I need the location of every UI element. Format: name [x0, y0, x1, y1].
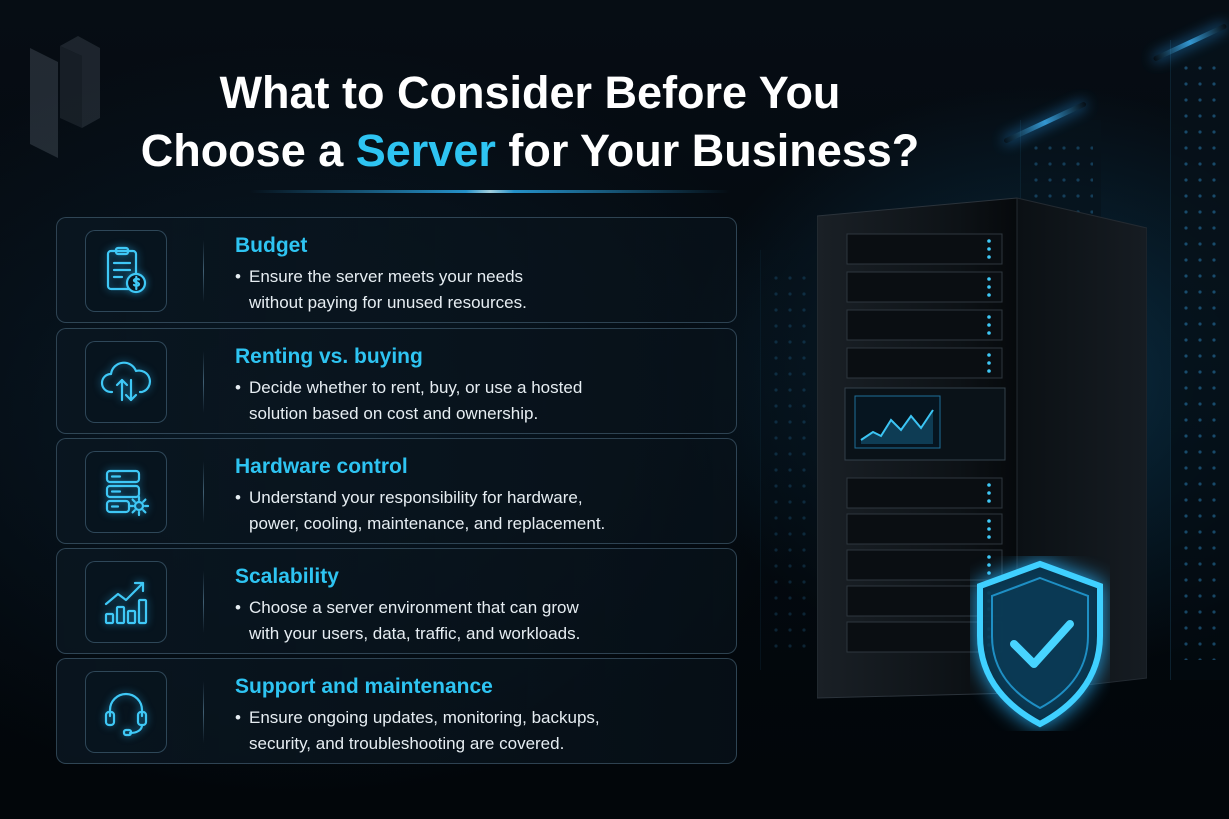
cloud-upload-download-icon [100, 361, 151, 402]
background-rack [1170, 40, 1229, 680]
card-description: • Ensure the server meets your needs with… [235, 264, 715, 316]
security-shield-check-icon [977, 560, 1103, 728]
status-led [987, 369, 991, 373]
status-led [987, 491, 991, 495]
card-title: Renting vs. buying [235, 345, 423, 368]
bullet: • [235, 708, 241, 727]
consideration-card-support-and-maintenance: Support and maintenance • Ensure ongoing … [56, 658, 737, 764]
icon-frame [85, 561, 167, 643]
status-led [987, 563, 991, 567]
status-led [987, 499, 991, 503]
title-glow-divider [250, 190, 730, 193]
bullet: • [235, 488, 241, 507]
rack-unit [846, 233, 1003, 265]
status-led [987, 293, 991, 297]
description-line-1: Decide whether to rent, buy, or use a ho… [249, 378, 583, 397]
background-rack [760, 250, 821, 670]
status-led [987, 315, 991, 319]
card-divider [203, 681, 204, 743]
status-led [987, 535, 991, 539]
status-led [987, 361, 991, 365]
title-line-2-suffix: for Your Business? [495, 125, 920, 176]
card-description: • Understand your responsibility for hard… [235, 485, 715, 537]
rack-unit [846, 309, 1003, 341]
card-title: Support and maintenance [235, 675, 493, 698]
page-title: What to Consider Before You Choose a Ser… [100, 64, 960, 180]
card-description: • Ensure ongoing updates, monitoring, bac… [235, 705, 715, 757]
rack-unit [846, 271, 1003, 303]
card-description: • Choose a server environment that can gr… [235, 595, 715, 647]
card-description: • Decide whether to rent, buy, or use a h… [235, 375, 715, 427]
rack-unit [846, 477, 1003, 509]
card-divider [203, 240, 204, 302]
card-title: Budget [235, 234, 308, 257]
description-line-2: with your users, data, traffic, and work… [249, 624, 581, 643]
status-led [987, 255, 991, 259]
status-led [987, 353, 991, 357]
card-divider [203, 461, 204, 523]
brand-logo [30, 36, 100, 158]
rack-unit [846, 549, 1003, 581]
description-line-1: Understand your responsibility for hardw… [249, 488, 583, 507]
consideration-card-hardware-control: Hardware control • Understand your respon… [56, 438, 737, 544]
budget-document-dollar-icon [106, 246, 147, 294]
rack-unit [846, 513, 1003, 545]
bullet: • [235, 267, 241, 286]
rack-unit [846, 585, 1003, 617]
title-line-2-prefix: Choose a [140, 125, 356, 176]
server-gear-icon [105, 469, 150, 517]
description-line-1: Ensure the server meets your needs [249, 267, 524, 286]
card-divider [203, 351, 204, 413]
headset-icon [104, 692, 148, 737]
card-title: Scalability [235, 565, 339, 588]
status-led [987, 555, 991, 559]
server-rack-illustration [817, 197, 1147, 699]
rack-unit [846, 621, 1003, 653]
status-led [987, 239, 991, 243]
consideration-card-scalability: Scalability • Choose a server environment… [56, 548, 737, 654]
consideration-card-renting-vs-buying: Renting vs. buying • Decide whether to re… [56, 328, 737, 434]
icon-frame [85, 451, 167, 533]
status-led [987, 571, 991, 575]
description-line-2: security, and troubleshooting are covere… [249, 734, 565, 753]
status-led [987, 323, 991, 327]
card-divider [203, 571, 204, 633]
consideration-card-budget: Budget • Ensure the server meets your nee… [56, 217, 737, 323]
status-led [987, 527, 991, 531]
icon-frame [85, 230, 167, 312]
title-line-1: What to Consider Before You [219, 67, 841, 118]
description-line-2: power, cooling, maintenance, and replace… [249, 514, 606, 533]
icon-frame [85, 341, 167, 423]
title-highlight: Server [355, 125, 496, 176]
description-line-2: without paying for unused resources. [249, 293, 527, 312]
status-led [987, 519, 991, 523]
description-line-1: Ensure ongoing updates, monitoring, back… [249, 708, 600, 727]
description-line-2: solution based on cost and ownership. [249, 404, 539, 423]
bullet: • [235, 378, 241, 397]
status-led [987, 285, 991, 289]
rack-unit [846, 347, 1003, 379]
description-line-1: Choose a server environment that can gro… [249, 598, 579, 617]
status-led [987, 331, 991, 335]
status-led [987, 277, 991, 281]
icon-frame [85, 671, 167, 753]
card-title: Hardware control [235, 455, 408, 478]
bullet: • [235, 598, 241, 617]
status-led [987, 483, 991, 487]
growth-chart-icon [104, 581, 148, 625]
status-led [987, 247, 991, 251]
